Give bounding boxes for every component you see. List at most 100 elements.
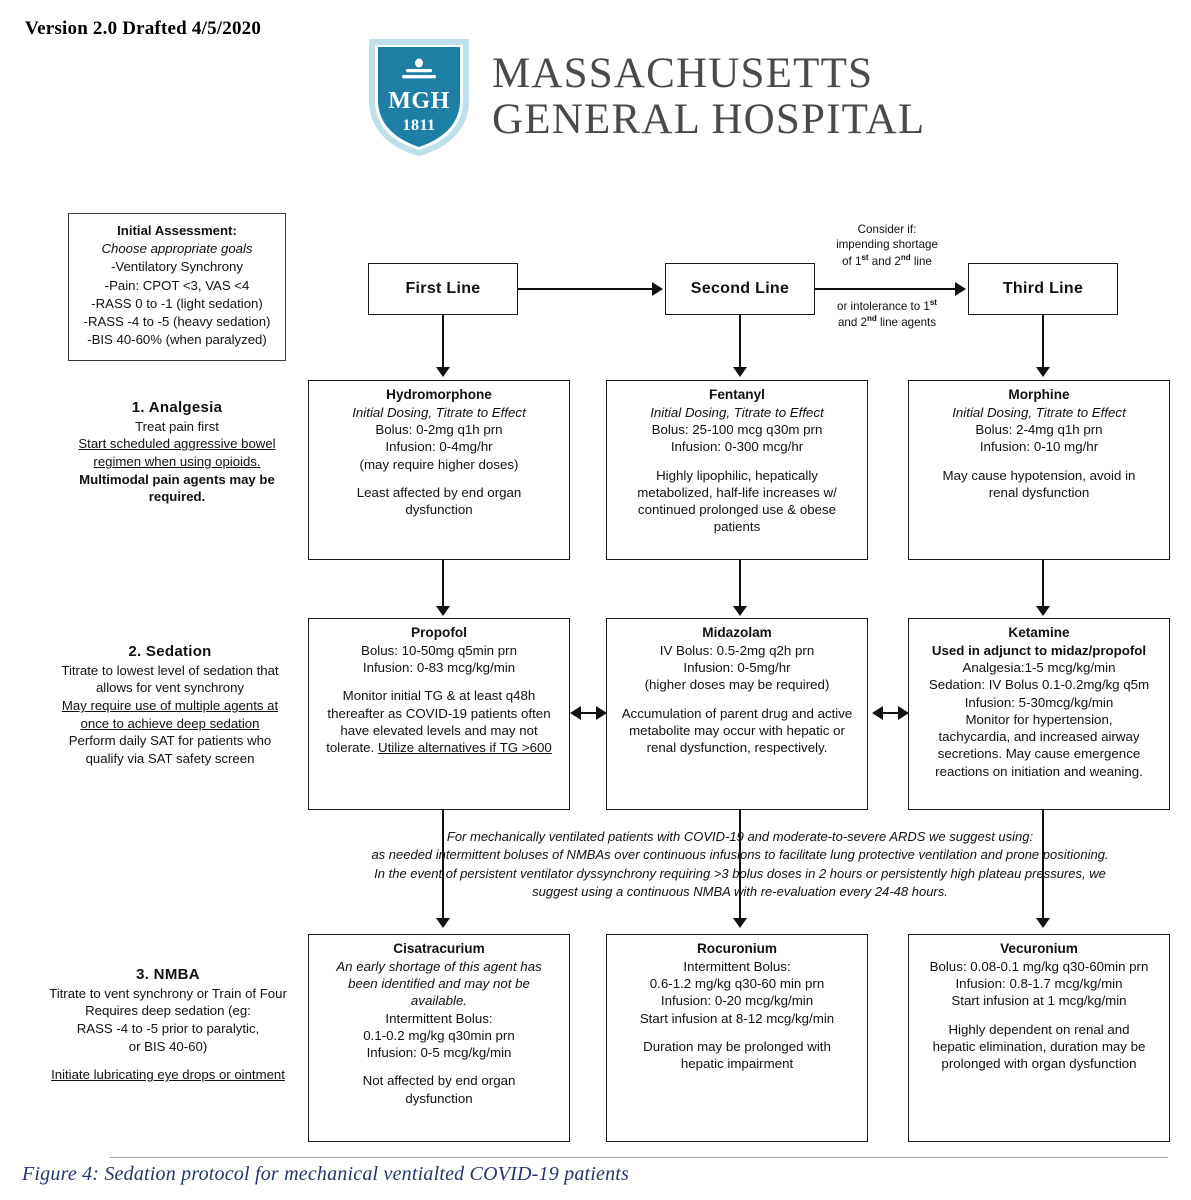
sedation-line-1: Titrate to lowest level of sedation that <box>61 662 279 678</box>
drug-box-fentanyl[interactable]: Fentanyl Initial Dosing, Titrate to Effe… <box>606 380 868 560</box>
spacer <box>32 1055 304 1066</box>
drug-box-midazolam[interactable]: Midazolam IV Bolus: 0.5-2mg q2h prn Infu… <box>606 618 868 810</box>
analgesia-heading: 1. Analgesia <box>131 399 223 416</box>
drug-box-morphine[interactable]: Morphine Initial Dosing, Titrate to Effe… <box>908 380 1170 560</box>
morphine-line: Bolus: 2-4mg q1h prn <box>975 421 1103 437</box>
drug-box-ketamine[interactable]: Ketamine Used in adjunct to midaz/propof… <box>908 618 1170 810</box>
note-3a: of 1 <box>842 254 862 268</box>
third-line-label: Third Line <box>1002 280 1084 297</box>
note-4a: or intolerance to 1 <box>837 299 930 313</box>
vecuronium-note: hepatic elimination, duration may be <box>932 1038 1146 1054</box>
analgesia-bold-2: required. <box>148 489 206 505</box>
vecuronium-note: prolonged with organ dysfunction <box>941 1056 1137 1072</box>
nmba-para-line-1: For mechanically ventilated patients wit… <box>446 829 1034 844</box>
spacer <box>916 1010 1162 1021</box>
arrow-second-to-third <box>955 282 966 296</box>
drug-box-vecuronium[interactable]: Vecuronium Bolus: 0.08-0.1 mg/kg q30-60m… <box>908 934 1170 1142</box>
note-sup-st: st <box>861 252 869 262</box>
spacer <box>614 456 860 467</box>
connector-second-down <box>739 315 741 367</box>
lane-analgesia: 1. Analgesia Treat pain first Start sche… <box>48 398 306 506</box>
nmba-line-2: Requires deep sedation (eg: <box>85 1003 251 1019</box>
ketamine-line: Analgesia:1-5 mcg/kg/min <box>962 659 1116 675</box>
nmba-line-1: Titrate to vent synchrony or Train of Fo… <box>49 985 287 1001</box>
arrow-midazolam-down <box>733 918 747 928</box>
fentanyl-line: Infusion: 0-300 mcg/hr <box>670 439 804 455</box>
sedation-line-2: allows for vent synchrony <box>95 680 245 696</box>
nmba-line-3: RASS -4 to -5 prior to paralytic, <box>76 1021 260 1037</box>
propofol-note: have elevated levels and may not <box>340 722 538 738</box>
logo-line-2: GENERAL HOSPITAL <box>492 96 926 143</box>
ketamine-line: Sedation: IV Bolus 0.1-0.2mg/kg q5m <box>928 677 1150 693</box>
arrow-left-propofol <box>570 706 581 720</box>
column-header-second-line[interactable]: Second Line <box>665 263 815 315</box>
rocuronium-line: Intermittent Bolus: <box>683 958 791 974</box>
assessment-item: -Pain: CPOT <3, VAS <4 <box>104 277 250 293</box>
assessment-item: -RASS 0 to -1 (light sedation) <box>91 295 263 311</box>
assessment-item: -RASS -4 to -5 (heavy sedation) <box>83 314 271 330</box>
drug-box-propofol[interactable]: Propofol Bolus: 10-50mg q5min prn Infusi… <box>308 618 570 810</box>
note-sup-nd2: nd <box>866 314 877 324</box>
connector-propofol-down <box>442 810 444 920</box>
morphine-italic: Initial Dosing, Titrate to Effect <box>952 404 1126 420</box>
fentanyl-note: Highly lipophilic, hepatically <box>656 467 818 483</box>
sedation-underlined-1: May require use of multiple agents at <box>61 698 279 714</box>
rocuronium-note: hepatic impairment <box>680 1056 794 1072</box>
rocuronium-line: Infusion: 0-20 mcg/kg/min <box>660 993 814 1009</box>
sedation-underlined-2: once to achieve deep sedation <box>80 715 260 731</box>
cisatracurium-italic: available. <box>410 993 468 1009</box>
propofol-line: Infusion: 0-83 mcg/kg/min <box>362 659 516 675</box>
note-line-1: Consider if: <box>857 223 917 236</box>
note-sup-nd: nd <box>900 252 911 262</box>
column-header-third-line[interactable]: Third Line <box>968 263 1118 315</box>
spacer <box>916 456 1162 467</box>
vecuronium-line: Infusion: 0.8-1.7 mcg/kg/min <box>955 975 1123 991</box>
note-3c: line <box>910 254 932 268</box>
connector-first-to-second <box>518 288 654 290</box>
drug-box-cisatracurium[interactable]: Cisatracurium An early shortage of this … <box>308 934 570 1142</box>
spacer <box>316 676 562 687</box>
connector-midazolam-ketamine <box>880 712 902 714</box>
ketamine-line: Infusion: 5-30mcg/kg/min <box>964 694 1114 710</box>
analgesia-underlined-2: regimen when using opioids. <box>93 454 261 470</box>
rocuronium-line: 0.6-1.2 mg/kg q30-60 min prn <box>649 975 825 991</box>
rocuronium-line: Start infusion at 8-12 mcg/kg/min <box>639 1010 835 1026</box>
connector-third-down <box>1042 315 1044 367</box>
analgesia-underlined-1: Start scheduled aggressive bowel <box>78 436 276 452</box>
first-line-label: First Line <box>405 280 481 297</box>
column-header-first-line[interactable]: First Line <box>368 263 518 315</box>
midazolam-line: Infusion: 0-5mg/hr <box>683 659 791 675</box>
ketamine-name: Ketamine <box>1008 625 1070 640</box>
fentanyl-note: patients <box>713 519 761 535</box>
hydromorphone-note: Least affected by end organ <box>356 484 522 500</box>
propofol-line: Bolus: 10-50mg q5min prn <box>361 642 517 658</box>
note-line-4: or intolerance to 1st <box>812 298 962 314</box>
arrow-hydro-down <box>436 606 450 616</box>
cisatracurium-italic: been identified and may not be <box>348 975 530 991</box>
vecuronium-line: Bolus: 0.08-0.1 mg/kg q30-60min prn <box>929 958 1149 974</box>
footer-divider <box>110 1157 1168 1158</box>
svg-text:1811: 1811 <box>402 117 435 134</box>
fentanyl-line: Bolus: 25-100 mcg q30m prn <box>651 421 823 437</box>
figure-caption: Figure 4: Sedation protocol for mechanic… <box>22 1163 630 1185</box>
drug-box-rocuronium[interactable]: Rocuronium Intermittent Bolus: 0.6-1.2 m… <box>606 934 868 1142</box>
logo-line-1: MASSACHUSETTS <box>492 49 874 97</box>
propofol-note: Monitor initial TG & at least q48h <box>342 688 536 704</box>
connector-morphine-down <box>1042 560 1044 608</box>
propofol-name: Propofol <box>411 625 467 640</box>
vecuronium-line: Start infusion at 1 mcg/kg/min <box>951 993 1127 1009</box>
morphine-name: Morphine <box>1008 387 1070 402</box>
analgesia-bold-1: Multimodal pain agents may be <box>79 471 275 487</box>
drug-box-hydromorphone[interactable]: Hydromorphone Initial Dosing, Titrate to… <box>308 380 570 560</box>
nmba-para-line-3: In the event of persistent ventilator dy… <box>374 865 1106 881</box>
midazolam-note: Accumulation of parent drug and active <box>621 705 853 721</box>
connector-ketamine-down <box>1042 810 1044 920</box>
propofol-note: thereafter as COVID-19 patients often <box>327 705 551 721</box>
ketamine-bold-sub: Used in adjunct to midaz/propofol <box>931 642 1147 658</box>
connector-fentanyl-down <box>739 560 741 608</box>
analgesia-line-1: Treat pain first <box>135 418 219 434</box>
fentanyl-note: metabolized, half-life increases w/ <box>637 484 837 500</box>
midazolam-note: renal dysfunction, respectively. <box>646 740 828 756</box>
cisatracurium-line: Intermittent Bolus: <box>385 1010 493 1026</box>
midazolam-note: metabolite may occur with hepatic or <box>629 722 845 738</box>
